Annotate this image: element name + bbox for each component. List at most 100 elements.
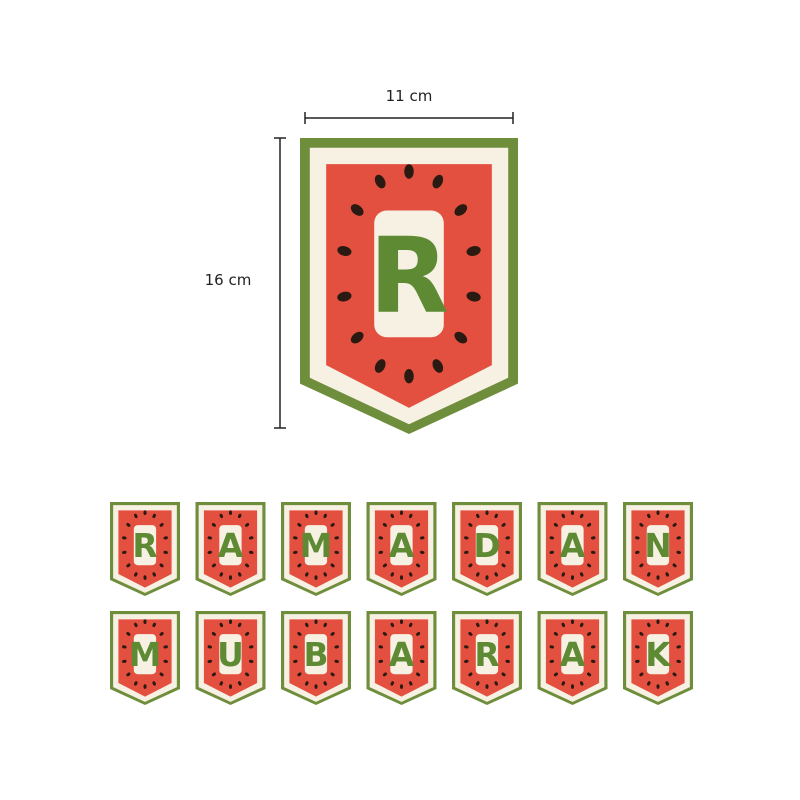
watermelon-seed-icon xyxy=(314,619,318,625)
watermelon-seed-icon xyxy=(416,632,421,636)
watermelon-seed-icon xyxy=(656,575,660,580)
pennant-letter: M xyxy=(129,635,162,674)
watermelon-seed-icon xyxy=(323,572,327,577)
watermelon-seed-icon xyxy=(334,645,339,649)
watermelon-seed-icon xyxy=(211,523,216,527)
watermelon-seed-icon xyxy=(464,659,469,663)
watermelon-seed-icon xyxy=(553,563,558,568)
watermelon-seed-icon xyxy=(501,523,506,527)
watermelon-seed-icon xyxy=(374,359,386,373)
watermelon-seed-icon xyxy=(143,619,147,625)
watermelon-seed-icon xyxy=(207,550,213,554)
watermelon-seed-icon xyxy=(382,523,387,527)
watermelon-seed-icon xyxy=(579,681,584,686)
watermelon-seed-icon xyxy=(454,204,468,216)
watermelon-seed-icon xyxy=(297,672,302,677)
letter-plate xyxy=(390,525,413,566)
watermelon-seed-icon xyxy=(126,672,131,677)
watermelon-seed-icon xyxy=(676,536,681,540)
watermelon-seed-icon xyxy=(330,563,335,568)
watermelon-seed-icon xyxy=(293,659,298,663)
watermelon-seed-icon xyxy=(639,563,644,568)
watermelon-seed-icon xyxy=(419,536,425,540)
pennant: A xyxy=(366,502,437,596)
watermelon-seed-icon xyxy=(378,659,384,663)
watermelon-seed-icon xyxy=(549,645,555,649)
pennant: R xyxy=(300,138,518,434)
watermelon-seed-icon xyxy=(399,575,404,580)
watermelon-seed-icon xyxy=(579,622,584,628)
watermelon-seed-icon xyxy=(656,619,660,625)
pennant-letter: B xyxy=(303,635,328,674)
watermelon-seed-icon xyxy=(501,632,506,636)
watermelon-seed-icon xyxy=(390,513,395,519)
watermelon-seed-icon xyxy=(672,523,677,527)
watermelon-seed-icon xyxy=(134,572,138,577)
watermelon-seed-icon xyxy=(639,672,644,677)
watermelon-seed-icon xyxy=(337,291,352,302)
watermelon-seed-icon xyxy=(245,563,250,568)
watermelon-seed-icon xyxy=(219,572,224,577)
watermelon-seed-icon xyxy=(485,575,489,580)
watermelon-seed-icon xyxy=(248,645,254,649)
watermelon-seed-icon xyxy=(635,550,640,554)
watermelon-seed-icon xyxy=(494,681,498,686)
watermelon-seed-icon xyxy=(570,510,575,516)
letter-plate xyxy=(304,634,328,675)
pennant: A xyxy=(366,611,437,705)
watermelon-seed-icon xyxy=(163,645,168,649)
watermelon-seed-icon xyxy=(337,246,352,256)
letter-plate xyxy=(561,634,584,675)
watermelon-seed-icon xyxy=(122,659,127,663)
watermelon-seed-icon xyxy=(553,523,558,527)
watermelon-seed-icon xyxy=(126,632,131,636)
watermelon-seed-icon xyxy=(297,523,302,527)
watermelon-seed-icon xyxy=(159,563,164,568)
watermelon-seed-icon xyxy=(676,550,681,554)
watermelon-seed-icon xyxy=(590,536,596,540)
watermelon-seed-icon xyxy=(408,513,413,519)
watermelon-seed-icon xyxy=(468,523,473,527)
watermelon-seed-icon xyxy=(579,513,584,519)
watermelon-seed-icon xyxy=(635,645,640,649)
pennant-letter: D xyxy=(473,526,500,565)
watermelon-seed-icon xyxy=(219,513,224,519)
watermelon-seed-icon xyxy=(549,536,555,540)
watermelon-seed-icon xyxy=(293,645,298,649)
pennant-letter: A xyxy=(389,635,415,674)
watermelon-seed-icon xyxy=(237,681,242,686)
pennant: R xyxy=(452,611,522,705)
watermelon-seed-icon xyxy=(297,632,302,636)
watermelon-seed-icon xyxy=(672,632,677,636)
width-label: 11 cm xyxy=(386,87,433,105)
watermelon-seed-icon xyxy=(334,536,339,540)
pennant-letter: A xyxy=(218,526,244,565)
letter-plate xyxy=(374,210,444,338)
watermelon-seed-icon xyxy=(399,510,404,516)
pennant: U xyxy=(195,611,266,705)
watermelon-seed-icon xyxy=(468,563,473,568)
watermelon-seed-icon xyxy=(419,645,425,649)
watermelon-seed-icon xyxy=(404,369,414,384)
watermelon-seed-icon xyxy=(408,622,413,628)
watermelon-seed-icon xyxy=(390,681,395,686)
watermelon-seed-icon xyxy=(647,572,651,577)
watermelon-seed-icon xyxy=(237,622,242,628)
watermelon-seed-icon xyxy=(163,536,168,540)
watermelon-seed-icon xyxy=(505,645,510,649)
watermelon-seed-icon xyxy=(378,550,384,554)
watermelon-seed-icon xyxy=(237,572,242,577)
watermelon-seed-icon xyxy=(248,659,254,663)
watermelon-seed-icon xyxy=(374,174,386,189)
watermelon-seed-icon xyxy=(505,659,510,663)
height-dimension: 16 cm xyxy=(205,137,286,429)
watermelon-seed-icon xyxy=(505,536,510,540)
watermelon-seed-icon xyxy=(330,632,335,636)
watermelon-seed-icon xyxy=(468,632,473,636)
watermelon-seed-icon xyxy=(639,523,644,527)
watermelon-seed-icon xyxy=(219,622,224,628)
pennant-letter: U xyxy=(217,635,244,674)
watermelon-seed-icon xyxy=(639,632,644,636)
watermelon-seed-icon xyxy=(587,672,592,677)
